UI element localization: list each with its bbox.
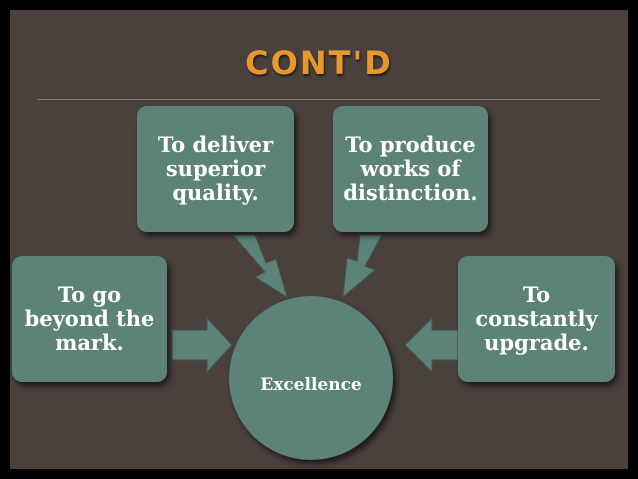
box-go-beyond: To go beyond the mark. bbox=[12, 256, 167, 382]
box-constantly-upgrade: To constantly upgrade. bbox=[458, 256, 615, 382]
title-divider bbox=[38, 99, 600, 100]
box-produce-distinction: To produce works of distinction. bbox=[333, 106, 488, 232]
slide-title: CONT'D bbox=[245, 44, 393, 82]
box-deliver-quality: To deliver superior quality. bbox=[137, 106, 294, 232]
center-excellence: Excellence bbox=[229, 296, 393, 460]
